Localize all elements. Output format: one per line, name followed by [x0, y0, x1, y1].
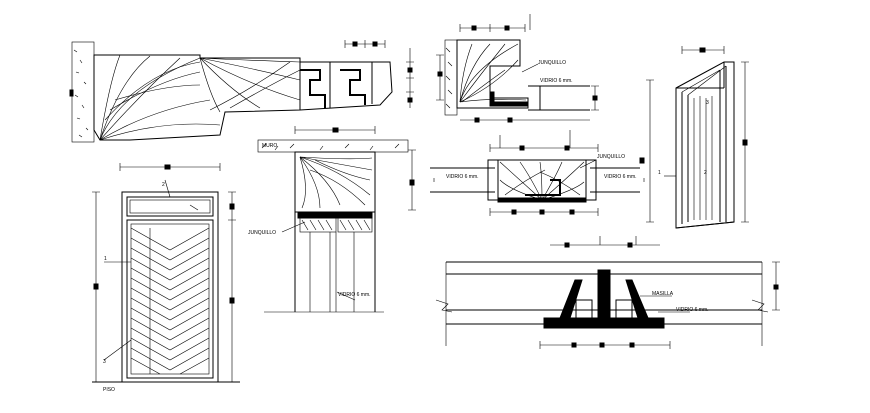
detail-door-elevation: 2 1 3 PISO	[92, 163, 240, 393]
detail-glazing-bottom-right: MASILLA VIDRIO 6 mm.	[435, 236, 780, 349]
door-mark-2: 2	[162, 182, 165, 188]
glazing-bead-label-3: JUNQUILLO	[597, 154, 625, 160]
window-mark-1: 1	[658, 170, 661, 176]
detail-window-perspective: 1 2 3	[639, 46, 749, 229]
glazing-bead-label-1: JUNQUILLO	[248, 230, 276, 236]
putty-label: MASILLA	[652, 291, 674, 297]
glass-label-3: VIDRIO 6 mm.	[446, 174, 479, 180]
detail-corner-section-top: JUNQUILLO VIDRIO 6 mm.	[436, 14, 599, 123]
glazing-bead-label-2: JUNQUILLO	[538, 60, 566, 66]
detail-frame-section-top-left	[69, 40, 414, 143]
door-mark-1: 1	[104, 256, 107, 262]
glass-label-2: VIDRIO 6 mm.	[540, 78, 573, 84]
window-mark-2: 2	[704, 170, 707, 176]
door-mark-3: 3	[103, 359, 106, 365]
wall-label: MURO	[262, 143, 277, 149]
floor-label: PISO	[103, 387, 115, 393]
detail-mullion-section-center: VIDRIO 6 mm. VIDRIO 6 mm. JUNQUILLO	[430, 130, 645, 216]
detail-head-section-center: MURO JUNQUILLO	[248, 126, 416, 313]
window-mark-3: 3	[706, 100, 709, 106]
glass-label-4: VIDRIO 6 mm.	[604, 174, 637, 180]
glass-label-1: VIDRIO 6 mm.	[338, 292, 371, 298]
glass-label-5: VIDRIO 6 mm.	[676, 307, 709, 313]
